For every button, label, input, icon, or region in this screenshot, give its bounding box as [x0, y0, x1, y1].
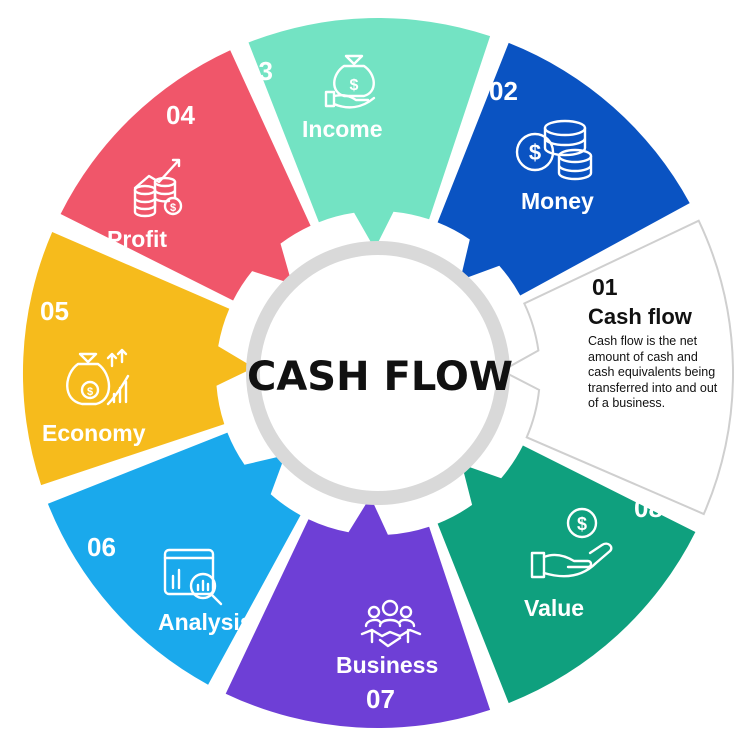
segment-03-number: 03 [244, 56, 273, 86]
magnifier-chart-icon [163, 548, 223, 606]
segment-04-label: Profit [107, 226, 167, 252]
center-title: CASH FLOW [247, 354, 513, 400]
center-ring [246, 241, 510, 505]
segment-01-shape [499, 219, 734, 516]
segment-08-label: Value [524, 595, 584, 621]
segment-06-number: 06 [87, 532, 116, 562]
segment-07-number: 07 [366, 684, 395, 714]
hand-dollar-icon: $ [530, 507, 613, 579]
segment-02-number: 02 [489, 76, 518, 106]
segment-05-label: Economy [42, 420, 146, 446]
segment-03-shape [248, 17, 491, 249]
svg-text:$: $ [529, 140, 541, 165]
segment-04-number: 04 [166, 100, 195, 130]
svg-text:$: $ [170, 202, 176, 214]
coins-growth-icon: $ [133, 158, 183, 218]
svg-text:$: $ [577, 514, 587, 534]
segment-01-label: Cash flow [588, 304, 692, 329]
money-bag-chart-icon: $ [66, 348, 130, 406]
segment-07-label: Business [336, 652, 438, 678]
segment-01-number: 01 [592, 274, 618, 300]
segment-04-shape [60, 50, 311, 301]
svg-text:$: $ [87, 386, 93, 398]
segment-02-label: Money [521, 188, 594, 214]
segment-05-number: 05 [40, 296, 69, 326]
segment-03-label: Income [302, 116, 383, 142]
segment-08-number: 08 [634, 493, 663, 523]
segment-05-shape [22, 232, 255, 486]
money-bag-hand-icon: $ [324, 54, 376, 109]
segment-01-description: Cash flow is the net amount of cash and … [588, 334, 718, 410]
segment-08-shape [437, 445, 696, 704]
segments-group [22, 17, 734, 729]
coins-dollar-icon: $ [515, 119, 593, 181]
handshake-team-icon [360, 599, 422, 648]
svg-text:$: $ [350, 77, 359, 94]
segment-07-shape [225, 496, 491, 729]
segment-06-label: Analysis [158, 609, 253, 635]
